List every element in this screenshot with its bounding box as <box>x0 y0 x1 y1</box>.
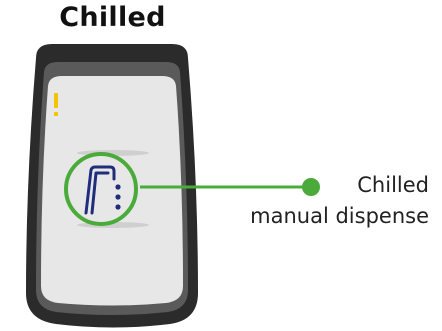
water-drops-icon <box>115 184 121 210</box>
callout-label-line2: manual dispense <box>250 204 429 228</box>
manual-dispense-tap-icon <box>84 165 116 215</box>
callout-dot <box>302 178 320 196</box>
warning-indicator-icon <box>54 93 58 116</box>
diagram-title: Chilled <box>59 2 166 33</box>
callout-label-line1: Chilled <box>357 173 429 197</box>
chilled-dispense-button[interactable] <box>64 152 138 226</box>
